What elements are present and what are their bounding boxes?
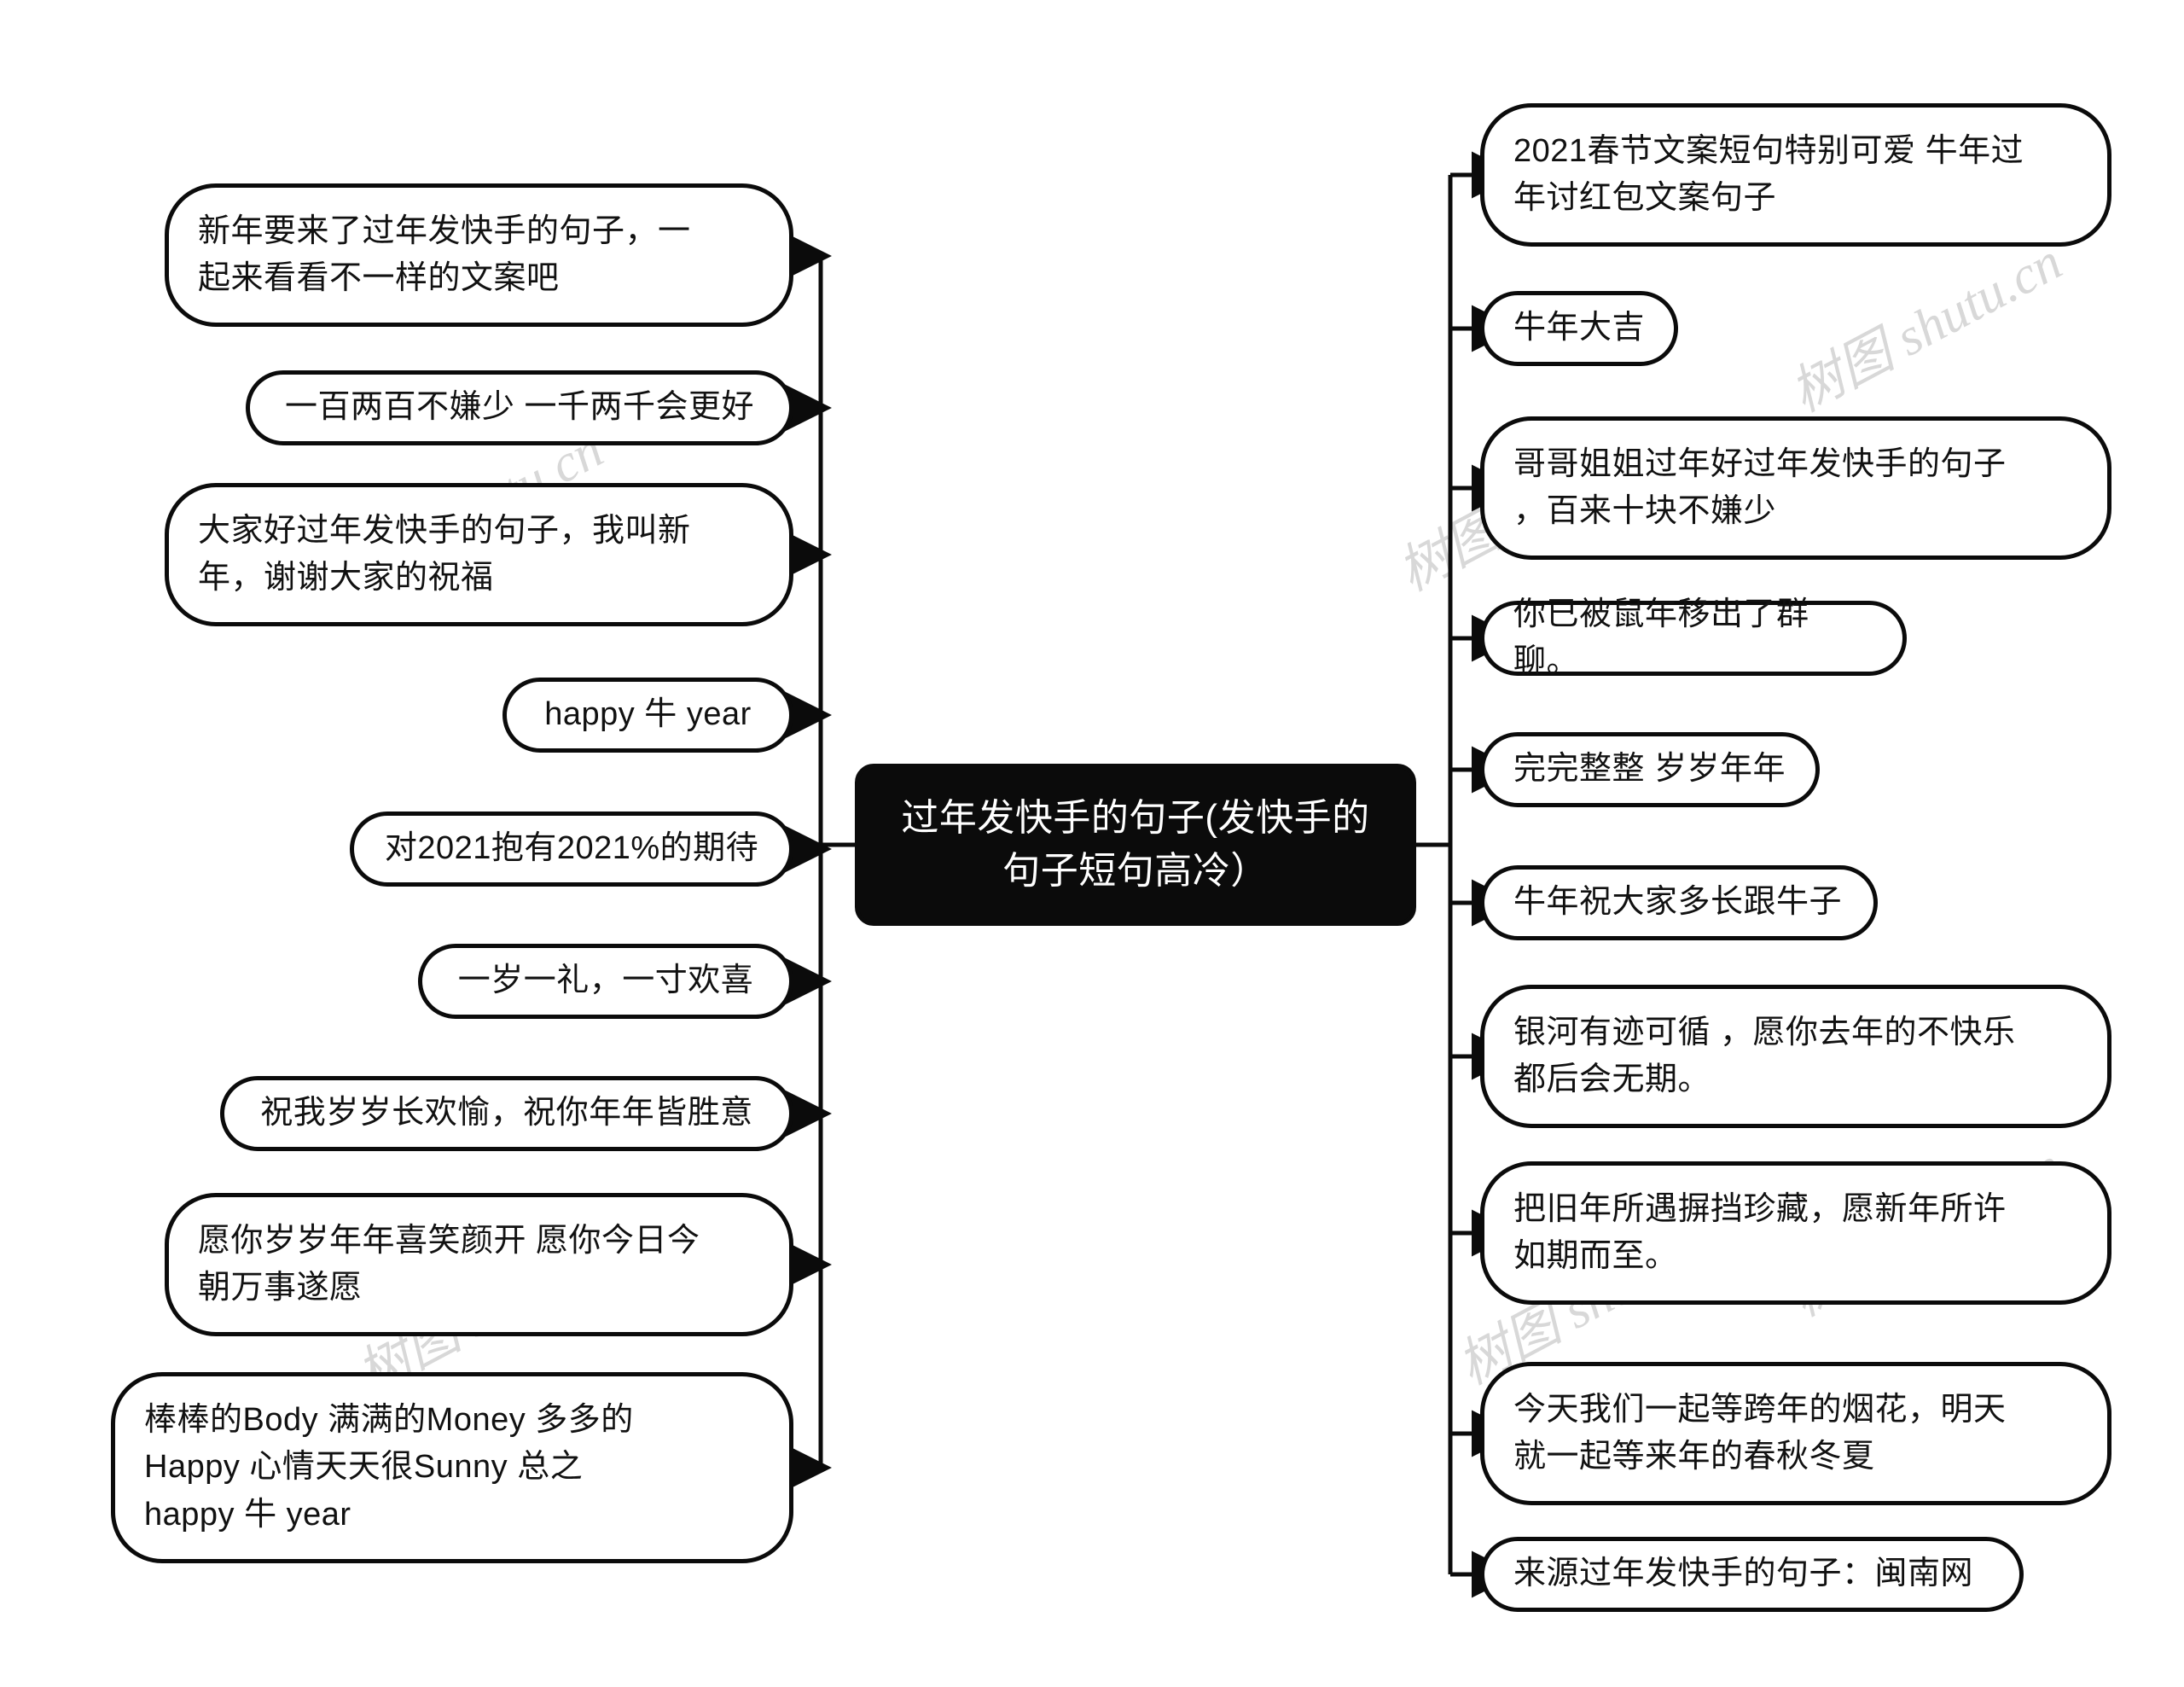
left-node-7[interactable]: 祝我岁岁长欢愉，祝你年年皆胜意	[220, 1076, 793, 1151]
right-node-8-label: 把旧年所遇摒挡珍藏，愿新年所许 如期而至。	[1513, 1190, 2007, 1274]
right-node-4[interactable]: 你已被鼠年移出了群聊。	[1480, 596, 1907, 679]
right-node-3[interactable]: 哥哥姐姐过年好过年发快手的句子 ，百来十块不嫌少	[1480, 416, 2111, 560]
left-node-6[interactable]: 一岁一礼，一寸欢喜	[418, 944, 793, 1019]
left-node-1[interactable]: 新年要来了过年发快手的句子，一 起来看看不一样的文案吧	[165, 183, 793, 327]
right-node-10-label: 来源过年发快手的句子：闽南网	[1513, 1556, 1974, 1592]
right-node-10[interactable]: 来源过年发快手的句子：闽南网	[1480, 1537, 2024, 1612]
root-node-label: 过年发快手的句子(发快手的句子短句高冷）	[901, 797, 1370, 892]
left-node-1-label: 新年要来了过年发快手的句子，一 起来看看不一样的文案吧	[198, 212, 691, 296]
right-node-7[interactable]: 银河有迹可循 ，愿你去年的不快乐 都后会无期。	[1480, 985, 2111, 1128]
left-node-3[interactable]: 大家好过年发快手的句子，我叫新 年，谢谢大家的祝福	[165, 483, 793, 626]
right-node-6-label: 牛年祝大家多长跟牛子	[1513, 884, 1843, 921]
right-node-7-label: 银河有迹可循 ，愿你去年的不快乐 都后会无期。	[1513, 1014, 2016, 1097]
left-node-9-label: 棒棒的Body 满满的Money 多多的 Happy 心情天天很Sunny 总之…	[144, 1402, 634, 1533]
left-node-4-label: happy 牛 year	[544, 696, 752, 733]
left-node-2-label: 一百两百不嫌少 一千两千会更好	[284, 389, 755, 426]
left-node-4[interactable]: happy 牛 year	[502, 678, 793, 753]
right-node-3-label: 哥哥姐姐过年好过年发快手的句子 ，百来十块不嫌少	[1513, 445, 2007, 529]
right-node-6[interactable]: 牛年祝大家多长跟牛子	[1480, 865, 1878, 940]
left-node-5-label: 对2021抱有2021%的期待	[384, 830, 759, 867]
left-node-7-label: 祝我岁岁长欢愉，祝你年年皆胜意	[260, 1095, 753, 1131]
right-node-5[interactable]: 完完整整 岁岁年年	[1480, 732, 1820, 807]
watermark: 树图 shutu.cn	[1781, 232, 2071, 423]
right-node-2-label: 牛年大吉	[1513, 310, 1646, 346]
right-node-5-label: 完完整整 岁岁年年	[1513, 751, 1786, 788]
right-node-4-label: 你已被鼠年移出了群聊。	[1513, 596, 1809, 679]
left-node-3-label: 大家好过年发快手的句子，我叫新 年，谢谢大家的祝福	[198, 512, 691, 596]
right-node-9-label: 今天我们一起等跨年的烟花，明天 就一起等来年的春秋冬夏	[1513, 1391, 2007, 1475]
right-node-2[interactable]: 牛年大吉	[1480, 291, 1678, 366]
left-node-2[interactable]: 一百两百不嫌少 一千两千会更好	[246, 370, 793, 445]
left-node-8[interactable]: 愿你岁岁年年喜笑颜开 愿你今日今 朝万事遂愿	[165, 1193, 793, 1336]
left-node-6-label: 一岁一礼，一寸欢喜	[457, 963, 754, 999]
left-node-9[interactable]: 棒棒的Body 满满的Money 多多的 Happy 心情天天很Sunny 总之…	[111, 1372, 793, 1563]
right-node-1-label: 2021春节文案短句特别可爱 牛年过 年讨红包文案句子	[1513, 132, 2024, 216]
right-node-9[interactable]: 今天我们一起等跨年的烟花，明天 就一起等来年的春秋冬夏	[1480, 1362, 2111, 1505]
right-node-1[interactable]: 2021春节文案短句特别可爱 牛年过 年讨红包文案句子	[1480, 103, 2111, 247]
left-node-8-label: 愿你岁岁年年喜笑颜开 愿你今日今 朝万事遂愿	[198, 1222, 700, 1306]
right-node-8[interactable]: 把旧年所遇摒挡珍藏，愿新年所许 如期而至。	[1480, 1161, 2111, 1305]
root-node[interactable]: 过年发快手的句子(发快手的句子短句高冷）	[855, 764, 1416, 926]
left-node-5[interactable]: 对2021抱有2021%的期待	[350, 812, 793, 887]
